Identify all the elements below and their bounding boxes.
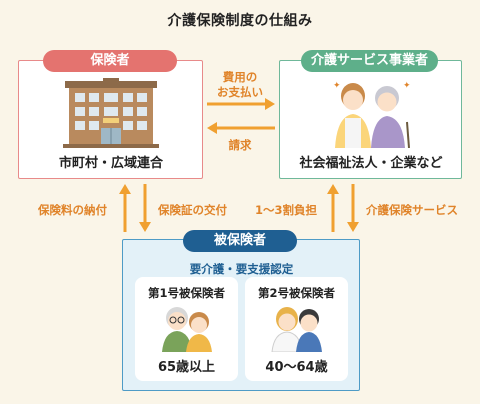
provider-label: 社会福祉法人・企業など [299, 156, 443, 171]
premium-payment-label: 保険料の納付 [38, 203, 107, 217]
svg-text:✦: ✦ [333, 81, 341, 91]
insured-badge: 被保険者 [183, 230, 297, 252]
payment-label-line2: お支払い [217, 85, 263, 99]
type2-age: 40〜64歳 [265, 360, 328, 375]
type2-insured-card [245, 277, 348, 381]
claim-label: 請求 [228, 138, 252, 152]
caregiver-and-elder-icon: ✦ ✦ [333, 81, 411, 148]
copay-label: 1〜3割負担 [255, 203, 318, 217]
provider-badge: 介護サービス事業者 [301, 50, 438, 72]
certificate-issue-label: 保険証の交付 [158, 203, 227, 217]
insurer-badge: 保険者 [43, 50, 177, 72]
care-service-label: 介護保険サービス [366, 203, 458, 217]
payment-arrow-head [265, 98, 275, 110]
left-vertical-arrows [119, 184, 151, 232]
insurer-label: 市町村・広域連合 [58, 156, 163, 171]
type1-title: 第1号被保険者 [147, 286, 225, 300]
right-vertical-arrows [327, 184, 359, 232]
elderly-couple-icon [162, 307, 212, 352]
payment-label-line1: 費用の [222, 70, 258, 84]
svg-text:✦: ✦ [403, 81, 411, 91]
diagram-title: 介護保険制度の仕組み [167, 13, 313, 29]
type1-age: 65歳以上 [157, 360, 216, 375]
care-certification-label: 要介護・要支援認定 [189, 262, 294, 276]
office-building-icon [63, 78, 159, 148]
type2-title: 第2号被保険者 [257, 286, 335, 300]
adult-couple-icon [271, 307, 322, 352]
horizontal-arrows [207, 98, 275, 134]
payment-flow-label: 費用の お支払い [216, 70, 264, 100]
type1-insured-card [135, 277, 238, 381]
claim-arrow-head [207, 122, 217, 134]
